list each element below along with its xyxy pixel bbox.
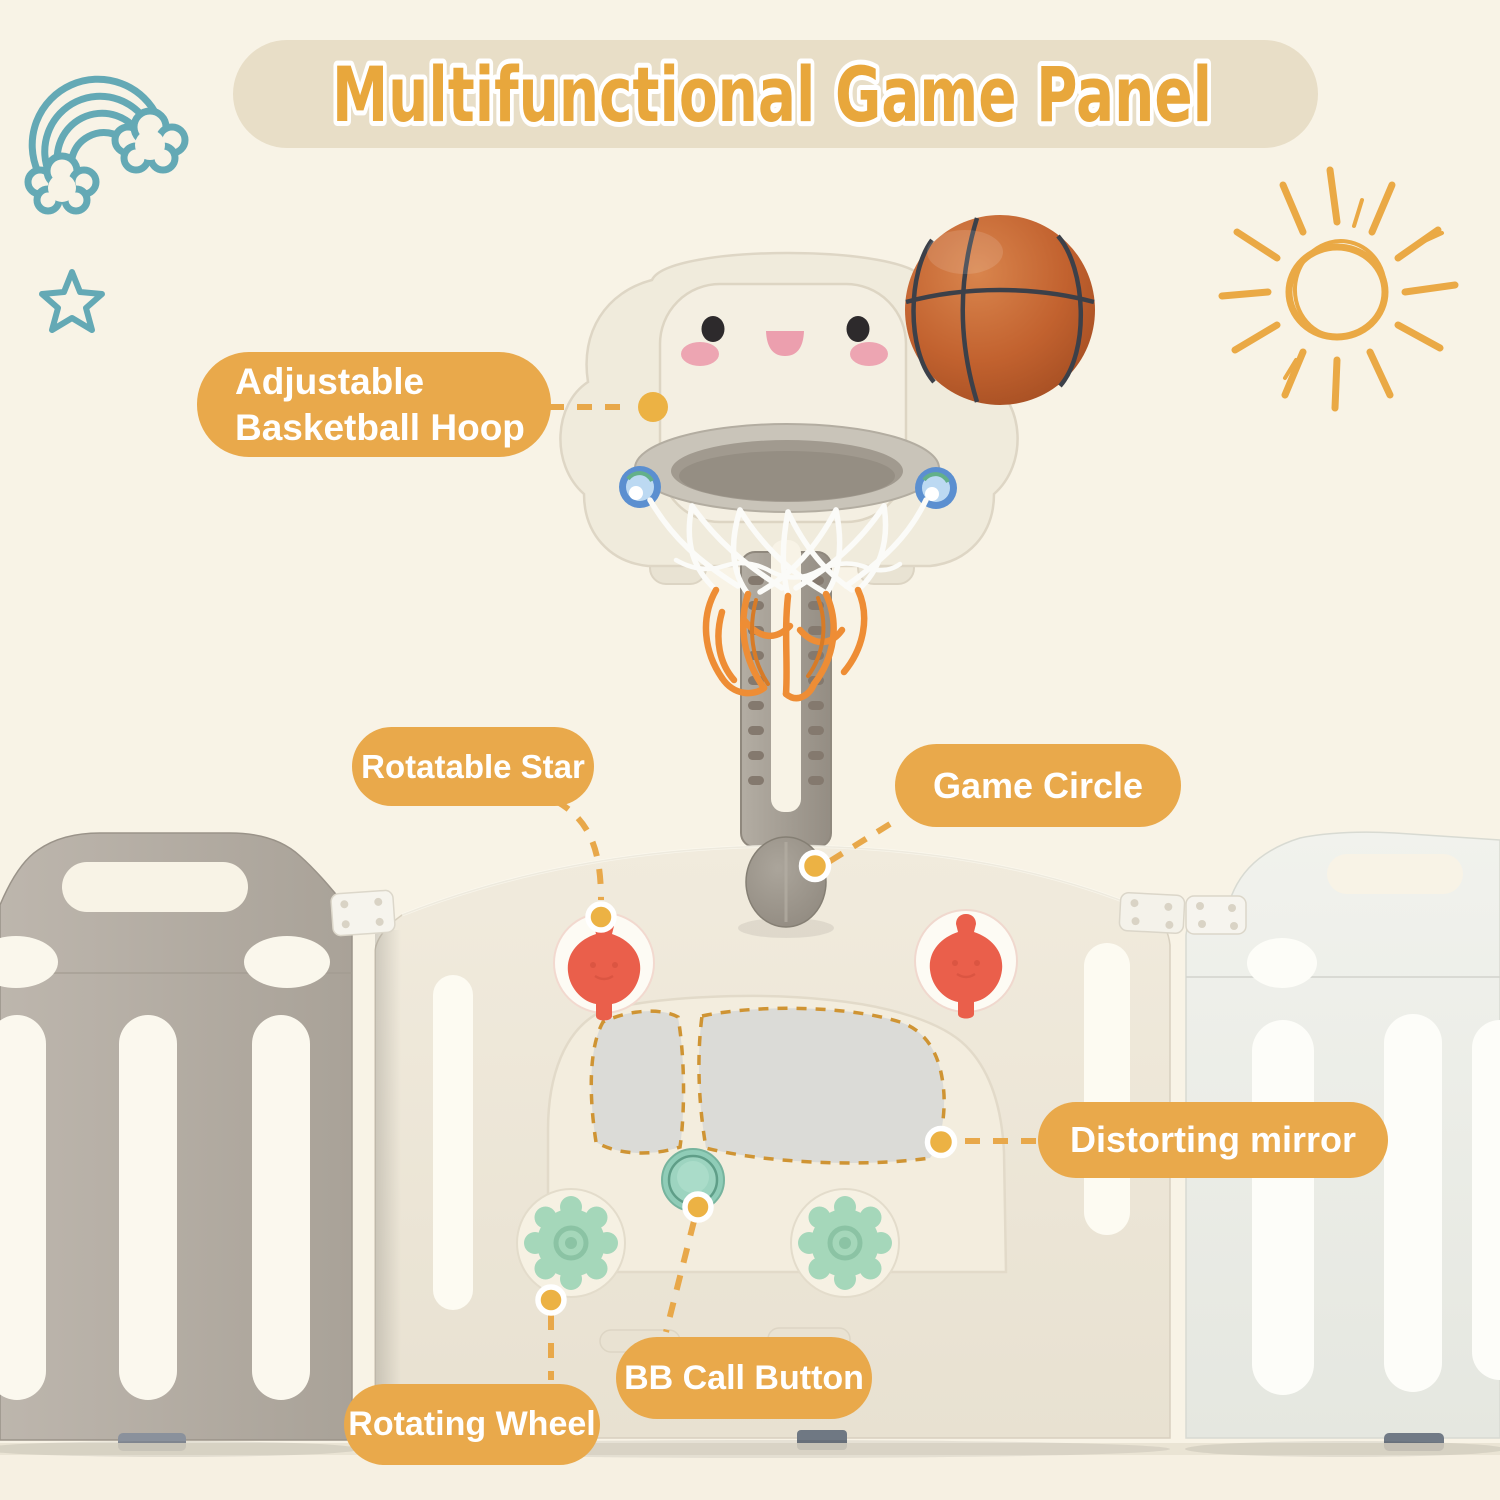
callout-line-circle — [825, 821, 892, 866]
game-panel-main — [374, 844, 1171, 1450]
callout-dot-mirror — [924, 1125, 958, 1159]
callout-label: BB Call Button — [624, 1358, 864, 1397]
title-band — [233, 40, 1318, 148]
callout-bb-call-button: BB Call Button — [616, 1337, 872, 1419]
page-title: Multifunctional Game Panel — [332, 50, 1212, 139]
distorting-mirror-right — [697, 1006, 946, 1165]
callout-distorting-mirror: Distorting mirror — [1038, 1102, 1388, 1178]
callout-dots — [535, 392, 958, 1316]
basketball-hoop-rim — [634, 423, 940, 513]
callout-label: Rotating Wheel — [348, 1405, 596, 1443]
rotating-wheel-right — [791, 1189, 899, 1297]
callout-dot-circle — [798, 849, 832, 883]
sun-doodle-icon — [1218, 166, 1459, 412]
star-doodle-icon — [39, 269, 105, 333]
callout-label-line2: Basketball Hoop — [235, 406, 525, 448]
hoop-net — [647, 497, 929, 702]
panel-slot — [433, 975, 473, 1310]
car-shape — [546, 994, 1008, 1274]
callout-label: Game Circle — [932, 764, 1144, 806]
callout-rotatable-star: Rotatable Star — [352, 727, 594, 806]
callout-label-line1: Adjustable — [235, 361, 425, 403]
hoop-roller-right — [913, 465, 959, 511]
callout-dot-hoop — [638, 392, 668, 422]
cute-face — [681, 316, 888, 366]
distorting-mirror-left — [589, 1009, 686, 1155]
callout-game-circle: Game Circle — [895, 744, 1181, 827]
panel-handle-hole — [1327, 854, 1463, 894]
callout-dot-star — [585, 901, 617, 933]
callout-adjustable-basketball-hoop: Adjustable Basketball Hoop — [197, 352, 551, 457]
panel-hinge — [330, 889, 1247, 937]
callout-connectors — [548, 404, 1036, 1380]
callout-dot-bb — [682, 1191, 714, 1223]
callout-label: Distorting mirror — [1069, 1119, 1356, 1160]
panel-handle-hole — [62, 862, 248, 912]
callout-line-bb — [663, 1220, 697, 1333]
panel-slot — [1084, 943, 1130, 1235]
callout-rotating-wheel: Rotating Wheel — [344, 1384, 600, 1465]
callout-dot-wheel — [535, 1284, 567, 1316]
hoop-roller-left — [617, 464, 663, 510]
floor — [0, 1440, 1500, 1500]
basketball — [905, 215, 1095, 405]
rotating-wheel-left — [517, 1189, 625, 1297]
callout-label: Rotatable Star — [361, 747, 585, 785]
cloud-doodle-icon — [24, 152, 100, 215]
cloud-doodle-icon — [111, 107, 189, 174]
playpen-panel-left — [0, 832, 353, 1451]
callout-line-star — [554, 798, 604, 901]
